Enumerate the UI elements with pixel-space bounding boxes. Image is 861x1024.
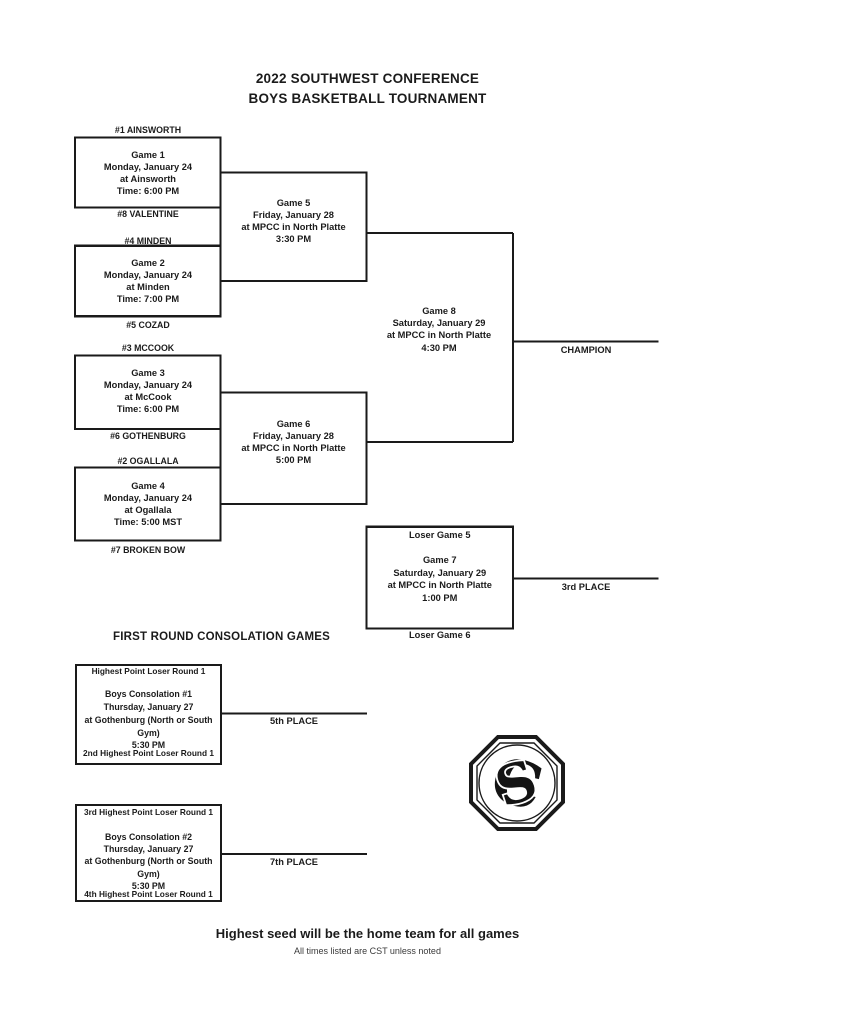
game2-line: Game 2 — [131, 258, 165, 268]
game4-details: Game 4 Monday, January 24 at Ogallala Ti… — [75, 480, 221, 528]
consolation1-line: Boys Consolation #1 — [104, 689, 192, 700]
game7-details: Game 7 Saturday, January 29 at MPCC in N… — [367, 554, 514, 605]
champion-label: CHAMPION — [560, 345, 612, 355]
game8-line: 4:30 PM — [421, 342, 457, 353]
seed-3-label: #3 MCCOOK — [121, 343, 175, 353]
consolation2-bottom-label: 4th Highest Point Loser Round 1 — [84, 888, 213, 899]
game4-line: Monday, January 24 — [103, 493, 193, 503]
game7-line: 1:00 PM — [422, 593, 458, 604]
consolation2-details: Boys Consolation #2 Thursday, January 27… — [76, 831, 221, 892]
third-place-label: 3rd PLACE — [561, 582, 611, 593]
page-title: 2022 SOUTHWEST CONFERENCE BOYS BASKETBAL… — [75, 69, 660, 109]
game7-line: at MPCC in North Platte — [387, 580, 492, 591]
consolation2-box — [74, 803, 223, 903]
footer-home-team-note: Highest seed will be the home team for a… — [215, 926, 520, 941]
consolation1-line: Thursday, January 27 — [103, 702, 194, 713]
game8-details: Game 8 Saturday, January 29 at MPCC in N… — [366, 305, 512, 354]
consolation1-line: 5:30 PM — [131, 740, 166, 751]
game1-line: Monday, January 24 — [103, 162, 193, 172]
game8-line: Game 8 — [422, 306, 456, 316]
game4-line: Time: 5:00 MST — [113, 517, 183, 527]
game7-line: Saturday, January 29 — [393, 567, 487, 578]
game4-line: at Ogallala — [124, 505, 172, 515]
logo-circle — [478, 744, 556, 822]
game6-line: 5:00 PM — [275, 455, 312, 466]
game8-line: Saturday, January 29 — [392, 318, 486, 329]
game3-line: Time: 6:00 PM — [116, 404, 180, 414]
consolation2-line: Boys Consolation #2 — [104, 831, 192, 842]
game3-details: Game 3 Monday, January 24 at McCook Time… — [75, 367, 221, 415]
footer-timezone-note: All times listed are CST unless noted — [294, 945, 441, 956]
game6-line: at MPCC in North Platte — [241, 443, 346, 454]
logo-outer-octagon — [469, 735, 565, 831]
conference-logo: C S — [469, 735, 565, 831]
consolation1-bottom-label: 2nd Highest Point Loser Round 1 — [83, 748, 214, 759]
consolation1-details: Boys Consolation #1 Thursday, January 27… — [76, 688, 221, 752]
consolation2-top-label: 3rd Highest Point Loser Round 1 — [83, 807, 214, 818]
consolation2-line: at Gothenburg (North or South Gym) — [84, 856, 213, 879]
loser-game5-label: Loser Game 5 — [409, 530, 471, 540]
game1-line: at Ainsworth — [120, 174, 176, 184]
game6-box — [219, 391, 368, 505]
game3-line: Monday, January 24 — [103, 380, 193, 390]
game5-line: 3:30 PM — [275, 234, 312, 245]
game3-line: Game 3 — [131, 368, 165, 378]
consolation1-top-label: Highest Point Loser Round 1 — [91, 666, 206, 677]
game4-line: Game 4 — [131, 481, 165, 491]
game3-line: at McCook — [124, 392, 172, 402]
seed-2-label: #2 OGALLALA — [117, 455, 179, 466]
game2-line: Time: 7:00 PM — [116, 294, 180, 304]
fifth-place-label: 5th PLACE — [269, 715, 319, 726]
loser-game6-label: Loser Game 6 — [409, 629, 471, 640]
consolation2-line: 5:30 PM — [131, 880, 166, 891]
game5-line: at MPCC in North Platte — [241, 221, 346, 232]
seed-1-label: #1 AINSWORTH — [114, 125, 182, 135]
game2-details: Game 2 Monday, January 24 at Minden Time… — [75, 257, 221, 305]
title-line2: BOYS BASKETBALL TOURNAMENT — [248, 91, 487, 106]
game8-line: at MPCC in North Platte — [386, 330, 492, 341]
game5-details: Game 5 Friday, January 28 at MPCC in Nor… — [221, 197, 367, 246]
seed-6-label: #6 GOTHENBURG — [110, 431, 186, 441]
game5-line: Game 5 — [276, 197, 311, 208]
seed-4-label: #4 MINDEN — [124, 235, 172, 246]
seed-5-label: #5 COZAD — [126, 320, 170, 330]
seed-8-label: #8 VALENTINE — [117, 209, 179, 219]
game7-line: Game 7 — [422, 555, 457, 565]
title-line1: 2022 SOUTHWEST CONFERENCE — [255, 71, 480, 86]
consolation2-line: Thursday, January 27 — [103, 843, 194, 854]
consolation1-line: at Gothenburg (North or South Gym) — [84, 714, 213, 738]
game5-line: Friday, January 28 — [253, 209, 334, 220]
game1-line: Game 1 — [131, 150, 165, 160]
game2-line: Monday, January 24 — [103, 270, 193, 280]
consolation-heading: FIRST ROUND CONSOLATION GAMES — [112, 631, 331, 643]
game1-details: Game 1 Monday, January 24 at Ainsworth T… — [75, 149, 221, 197]
seventh-place-label: 7th PLACE — [269, 857, 319, 867]
logo-inner-octagon — [476, 742, 558, 824]
game6-line: Friday, January 28 — [253, 431, 334, 442]
game1-line: Time: 6:00 PM — [116, 186, 180, 196]
game2-line: at Minden — [126, 282, 170, 292]
game6-line: Game 6 — [276, 419, 311, 430]
consolation1-box — [74, 663, 223, 766]
game6-details: Game 6 Friday, January 28 at MPCC in Nor… — [221, 418, 367, 466]
game5-box — [219, 171, 368, 282]
seed-7-label: #7 BROKEN BOW — [110, 545, 186, 555]
